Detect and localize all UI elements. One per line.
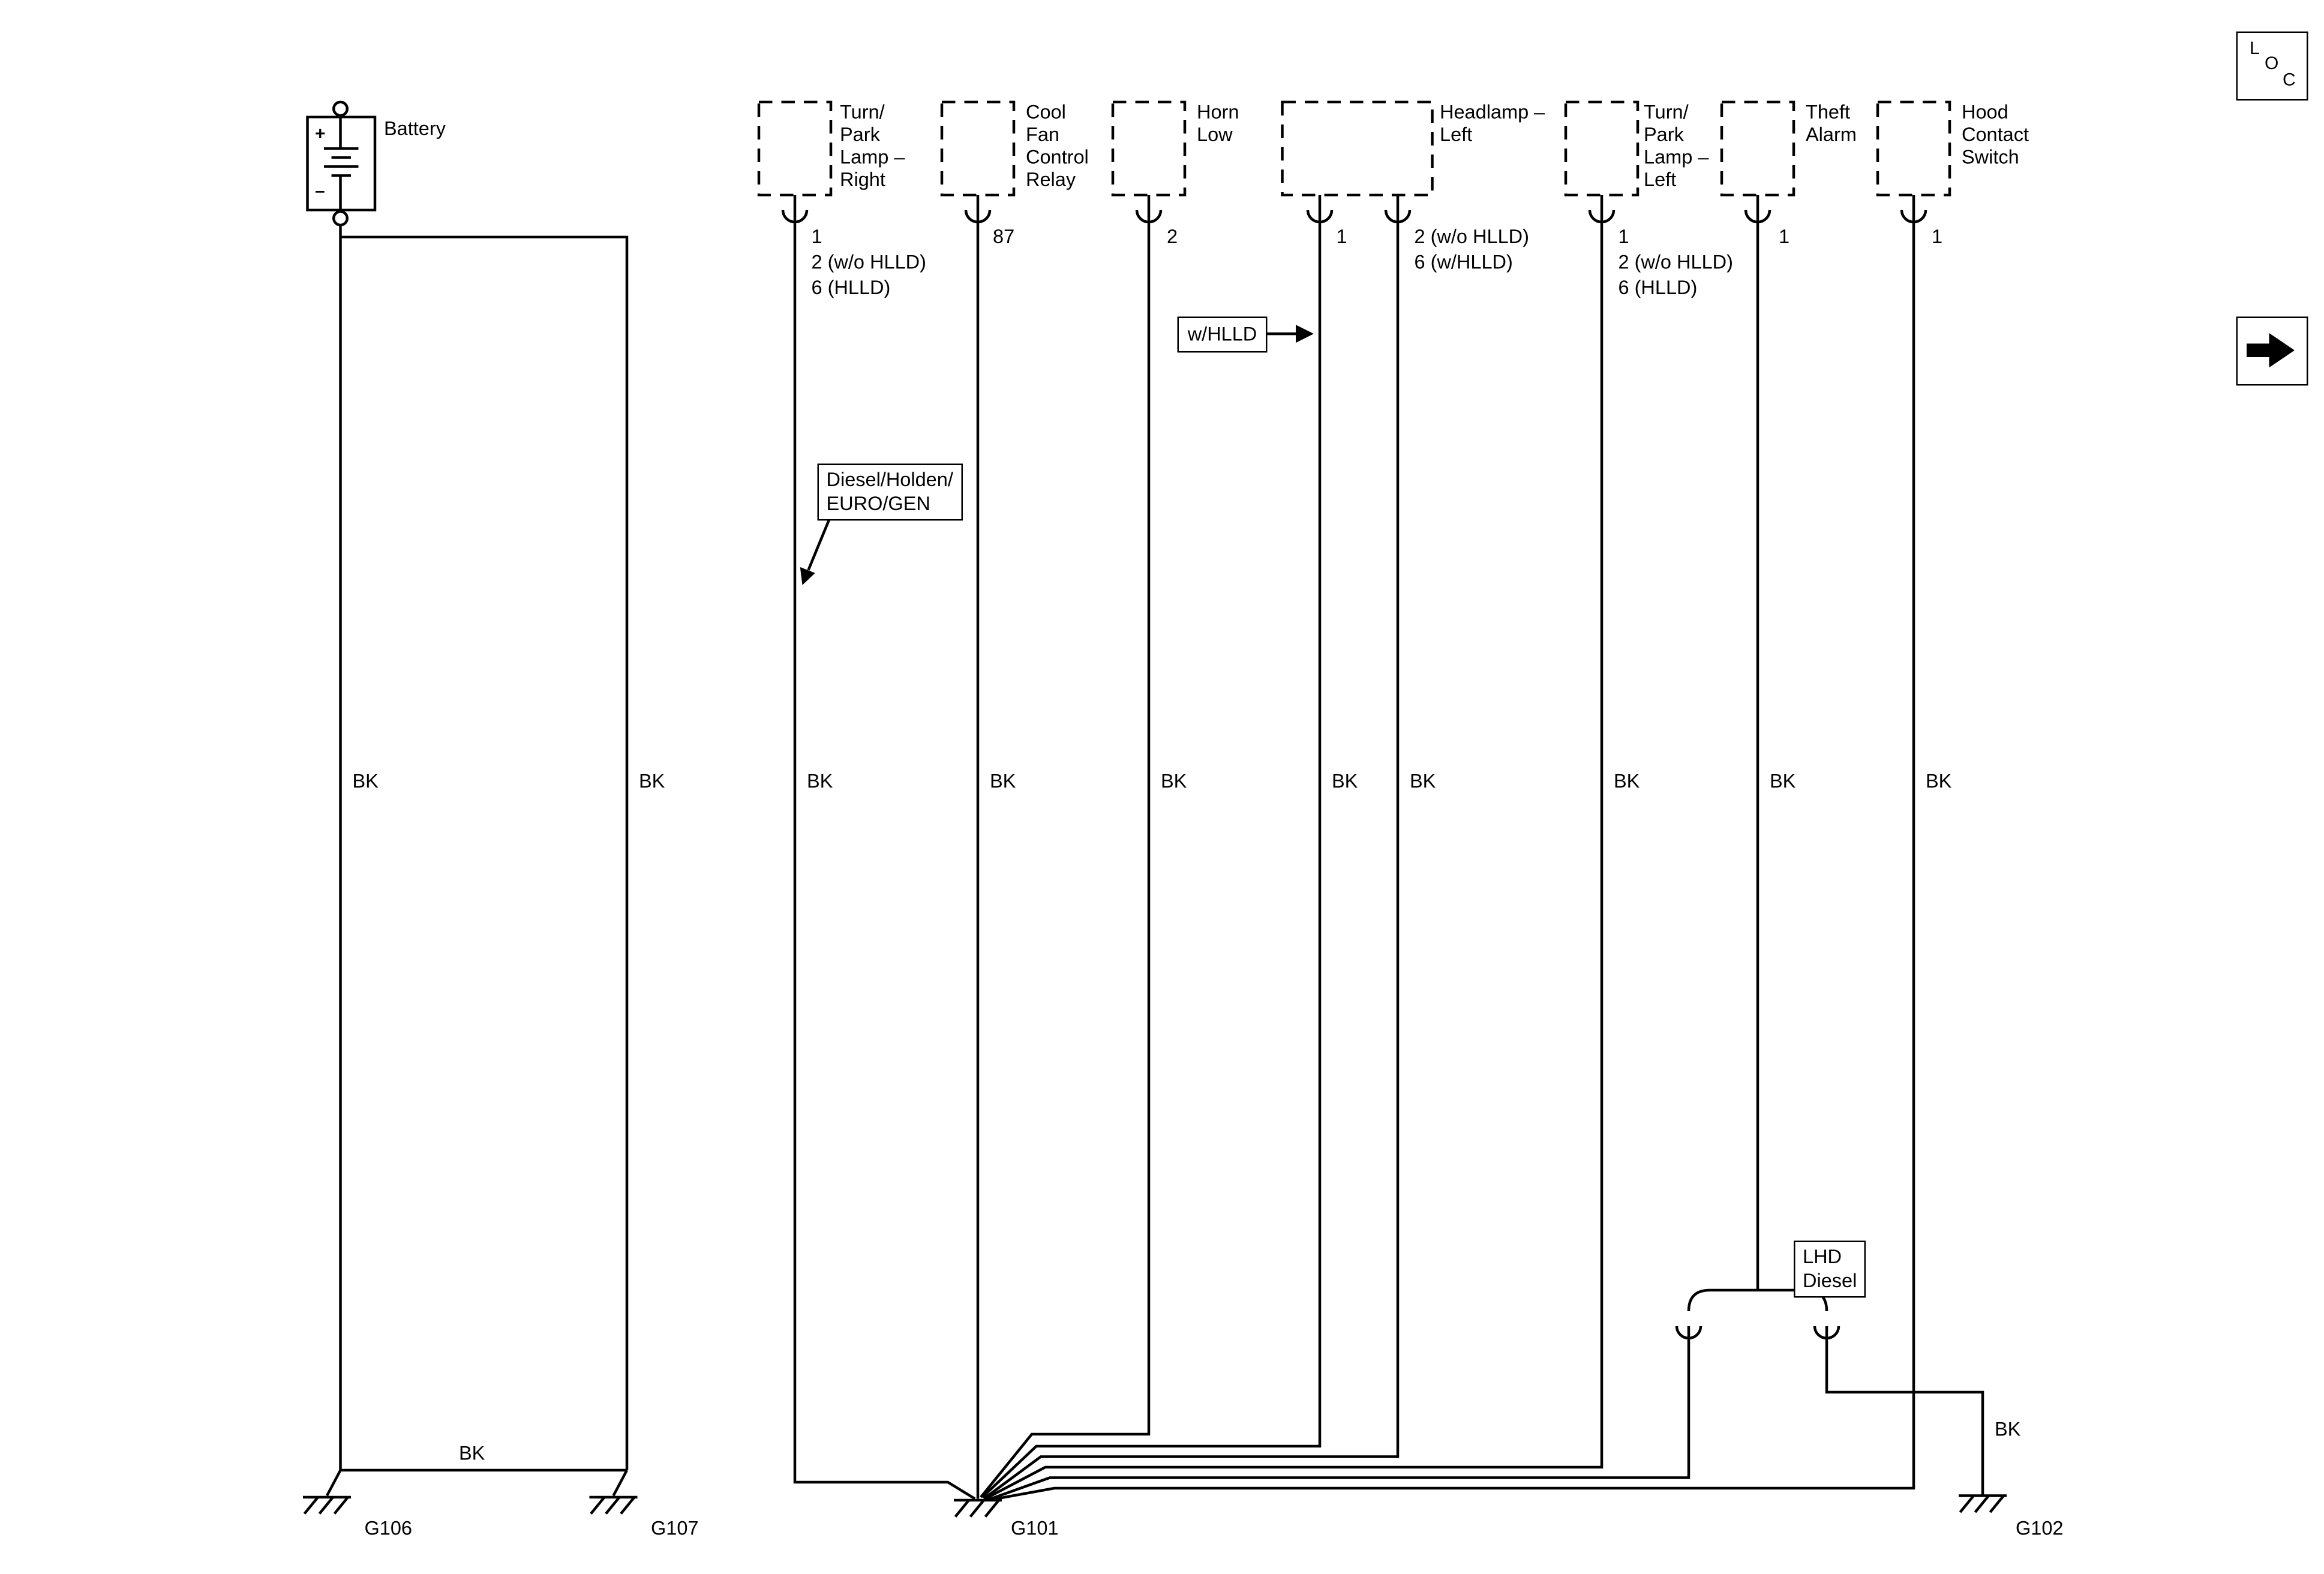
box-headlamp-left	[1281, 100, 1434, 197]
box-horn-low	[1111, 100, 1187, 197]
ground-symbol-g101-icon	[954, 1498, 1002, 1518]
box-hood-contact-switch	[1876, 100, 1951, 197]
box-turn-park-lamp-left	[1564, 100, 1640, 197]
pin-labels-turn-park-lamp-left: 1 2 (w/o HLLD) 6 (HLLD)	[1618, 225, 1733, 299]
component-dashed-boxes	[757, 100, 1951, 197]
pin-labels-cool-fan-control-relay: 87	[993, 225, 1015, 248]
component-label-hood-contact-switch: Hood Contact Switch	[1962, 100, 2029, 169]
wire-label-bk: BK	[1770, 769, 1796, 792]
loc-letter-o: O	[2265, 52, 2279, 74]
connector-pin-icons	[781, 209, 1927, 224]
component-label-turn-park-lamp-right: Turn/ Park Lamp – Right	[840, 100, 905, 191]
pin-labels-hood-contact-switch: 1	[1932, 225, 1943, 248]
battery-ground-wires	[326, 225, 629, 1497]
ground-label-g107: G107	[651, 1516, 699, 1539]
wire-label-bk: BK	[807, 769, 833, 792]
right-arrow-icon	[2247, 333, 2295, 368]
component-label-headlamp-left: Headlamp – Left	[1440, 100, 1545, 146]
ground-distribution-wires	[793, 195, 1984, 1502]
callout-diesel-holden-euro-gen: Diesel/Holden/ EURO/GEN	[817, 463, 962, 521]
callout-lhd-diesel: LHD Diesel	[1794, 1240, 1866, 1298]
component-label-horn-low: Horn Low	[1197, 100, 1239, 146]
ground-label-g102: G102	[2016, 1516, 2064, 1539]
component-label-turn-park-lamp-left: Turn/ Park Lamp – Left	[1644, 100, 1709, 191]
box-theft-alarm	[1720, 100, 1795, 197]
wire-label-bk: BK	[1161, 769, 1187, 792]
next-page-arrow-button[interactable]	[2236, 316, 2308, 386]
wire-label-bk: BK	[352, 769, 379, 792]
pin-labels-headlamp-left-b: 2 (w/o HLLD) 6 (w/HLLD)	[1414, 225, 1529, 273]
battery-label: Battery	[384, 117, 446, 140]
w-hlld-arrow-icon	[1264, 325, 1314, 343]
battery-plus-sign: +	[315, 123, 326, 144]
wire-label-bk: BK	[1332, 769, 1358, 792]
pin-labels-theft-alarm: 1	[1779, 225, 1790, 248]
box-turn-park-lamp-right	[757, 100, 833, 197]
loc-letter-c: C	[2283, 69, 2296, 90]
loc-reference-button[interactable]: L O C	[2236, 31, 2308, 101]
pin-labels-headlamp-left-a: 1	[1336, 225, 1347, 248]
component-label-theft-alarm: Theft Alarm	[1806, 100, 1857, 146]
pin-labels-turn-park-lamp-right: 1 2 (w/o HLLD) 6 (HLLD)	[811, 225, 926, 299]
wire-label-bk: BK	[1995, 1417, 2021, 1440]
callout-w-hlld: w/HLLD	[1177, 316, 1268, 353]
battery-symbol	[306, 100, 377, 227]
wire-label-bk: BK	[639, 769, 665, 792]
ground-symbol-g106-icon	[303, 1495, 351, 1515]
pin-labels-horn-low: 2	[1167, 225, 1178, 248]
wire-label-bk: BK	[459, 1441, 485, 1464]
ground-label-g101: G101	[1011, 1516, 1059, 1539]
wire-label-bk: BK	[1410, 769, 1436, 792]
ground-symbol-g102-icon	[1959, 1494, 2007, 1513]
loc-letter-l: L	[2250, 37, 2260, 59]
box-cool-fan-control-relay	[940, 100, 1016, 197]
wire-label-bk: BK	[1614, 769, 1640, 792]
diesel-callout-arrow-icon	[800, 518, 831, 585]
battery-minus-sign: –	[315, 180, 325, 201]
wire-label-bk: BK	[1926, 769, 1952, 792]
wire-label-bk: BK	[990, 769, 1016, 792]
ground-symbol-g107-icon	[589, 1495, 638, 1515]
ground-label-g106: G106	[364, 1516, 413, 1539]
component-label-cool-fan-control-relay: Cool Fan Control Relay	[1026, 100, 1089, 191]
